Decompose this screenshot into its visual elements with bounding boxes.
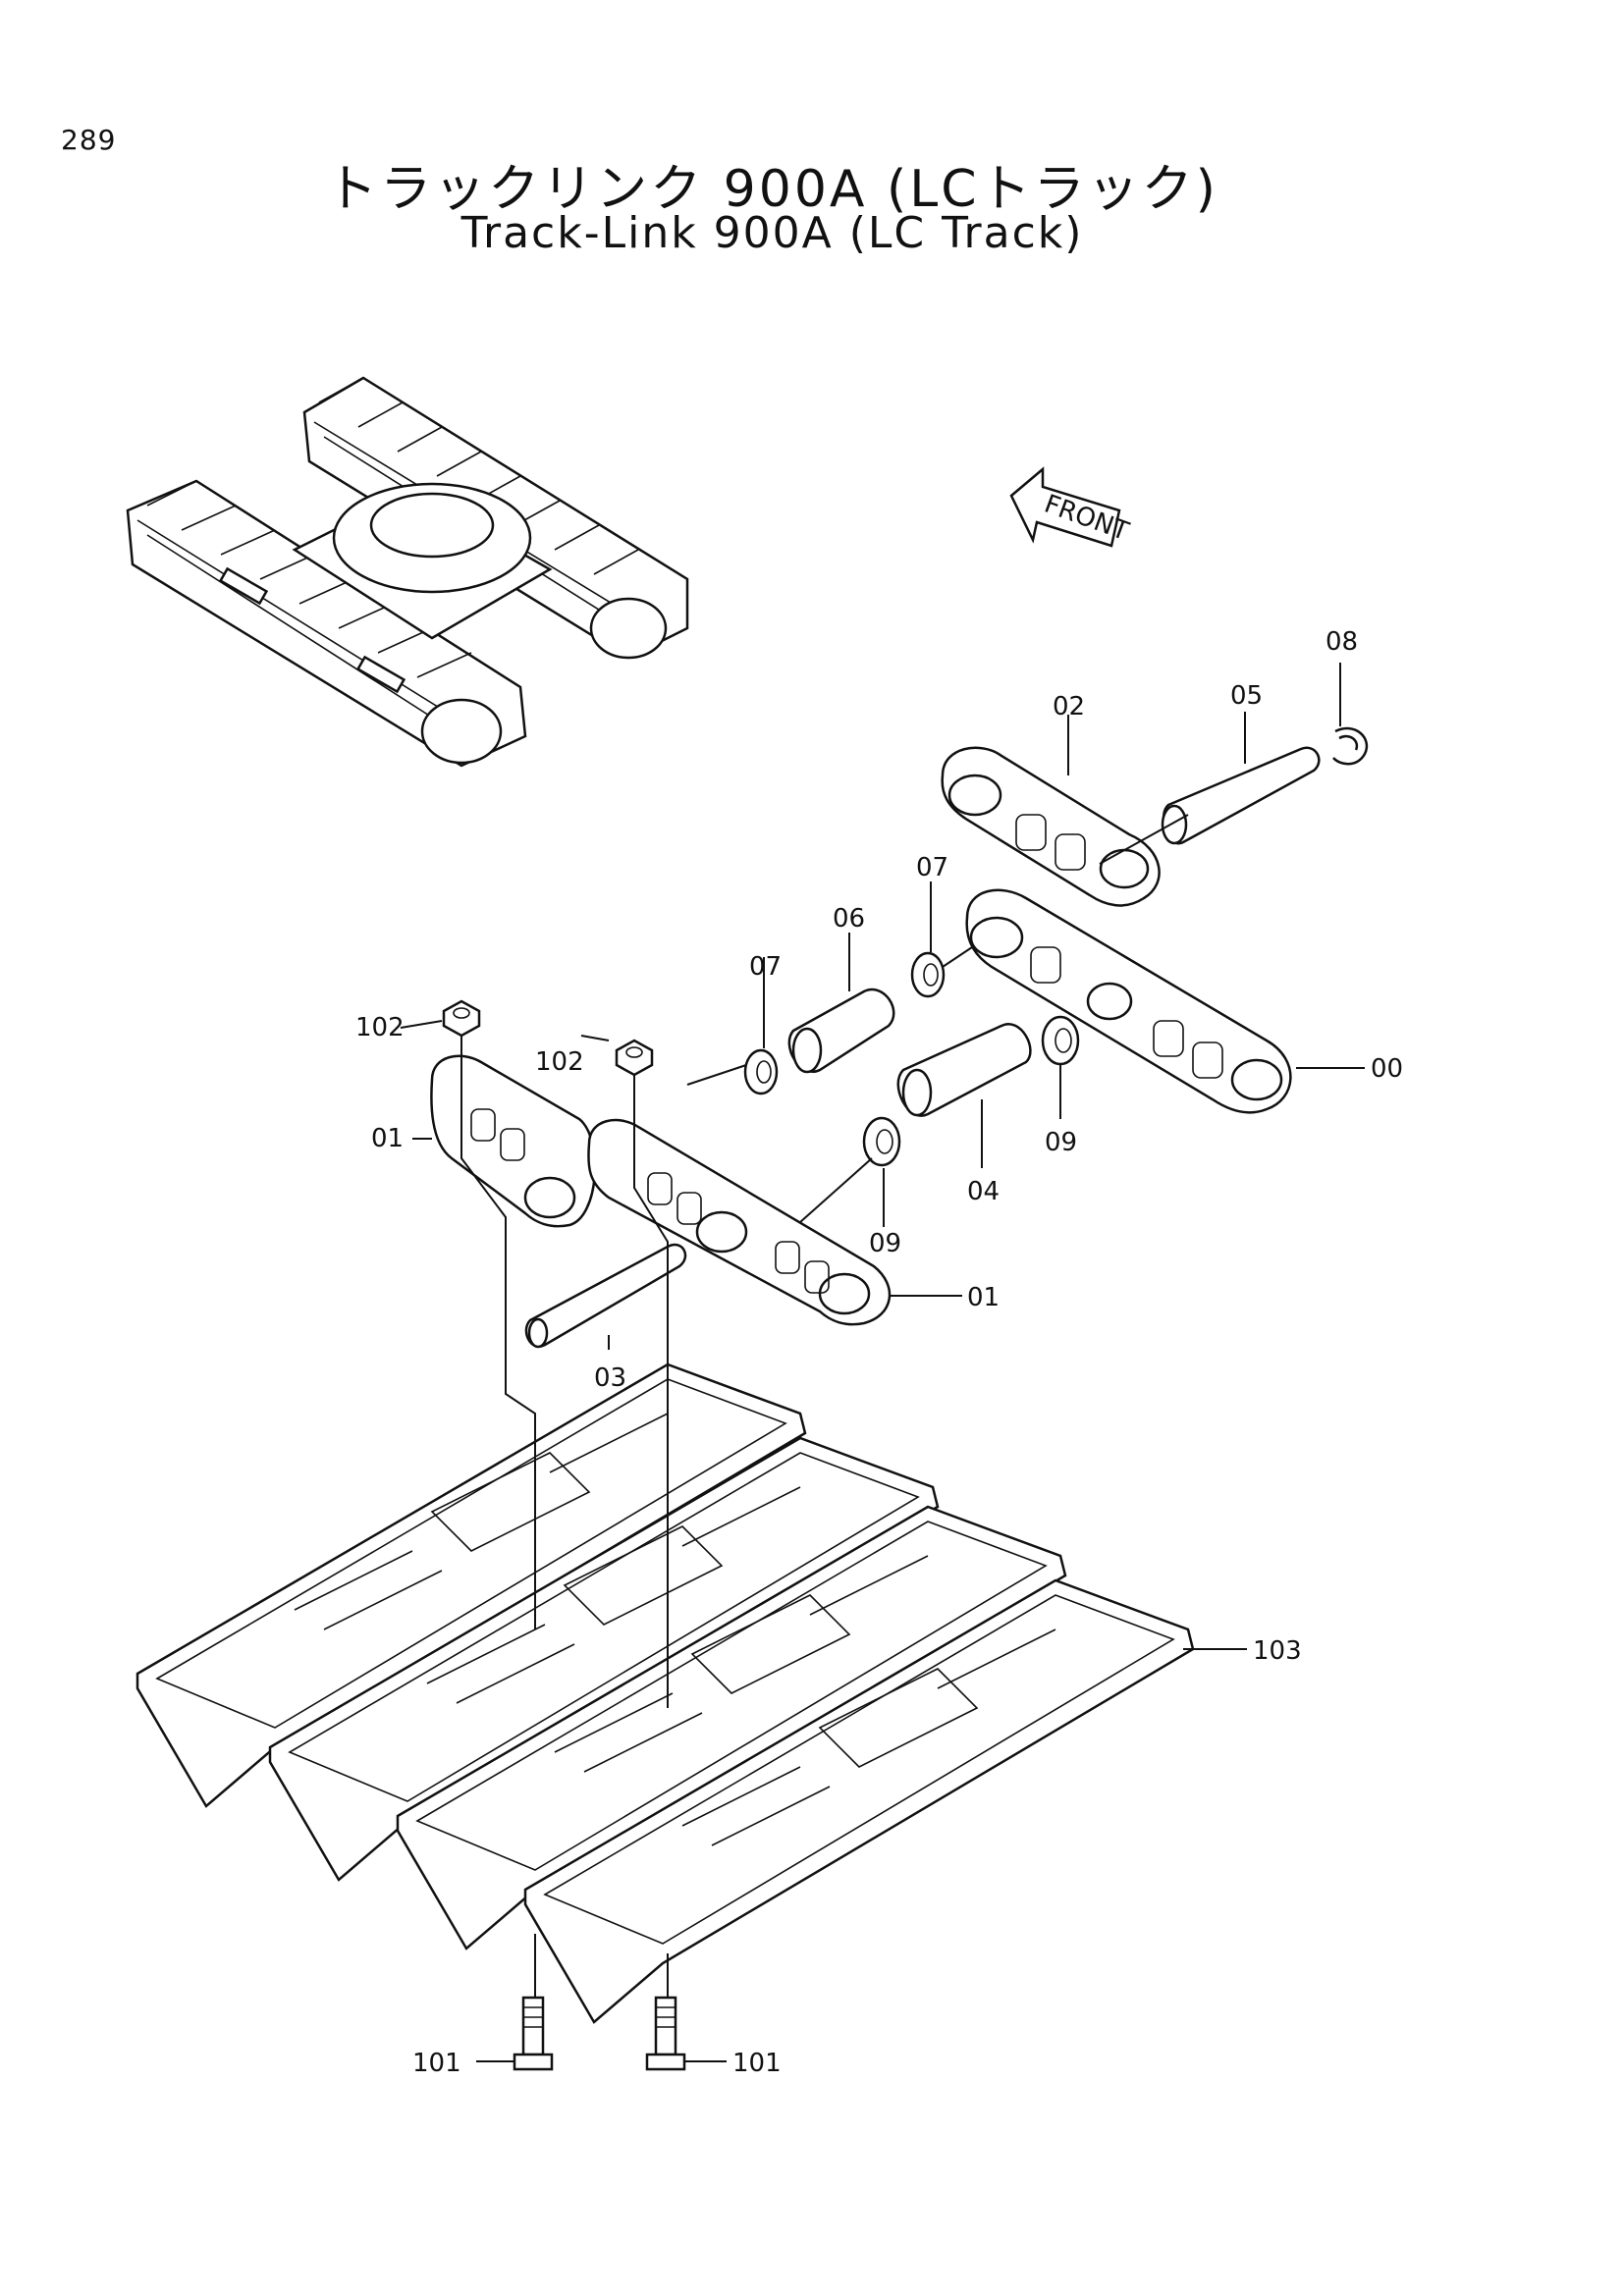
callout-09-right: 09 (1045, 1128, 1077, 1157)
bolt-101-right (645, 1996, 686, 2071)
callout-07-right: 07 (916, 853, 948, 882)
callout-102-left: 102 (355, 1013, 405, 1042)
callout-01-right: 01 (967, 1283, 1000, 1312)
title-japanese: トラックリンク 900A (LCトラック) (326, 160, 1218, 219)
callout-09-left: 09 (869, 1229, 901, 1258)
track-link-00 (965, 888, 1292, 1114)
bushing-04 (896, 1023, 1032, 1117)
leader-lines (400, 663, 1365, 2062)
seal-09-left (862, 1116, 901, 1167)
callout-05: 05 (1230, 681, 1263, 711)
track-link-01-center (587, 1118, 892, 1326)
bushing-06 (787, 988, 895, 1074)
track-shoe-4 (523, 1578, 1195, 2024)
bolt-101-left (513, 1996, 554, 2071)
callout-06: 06 (833, 904, 865, 934)
callout-00: 00 (1371, 1054, 1403, 1084)
callout-103: 103 (1253, 1636, 1302, 1666)
callout-03: 03 (594, 1363, 626, 1393)
nut-102-left (442, 999, 481, 1038)
callout-04: 04 (967, 1177, 1000, 1206)
snap-ring-08 (1332, 726, 1368, 766)
title-english: Track-Link 900A (LC Track) (460, 208, 1084, 258)
callout-07-left: 07 (749, 952, 782, 982)
seal-09-right (1041, 1015, 1080, 1066)
nut-102-right (615, 1039, 654, 1077)
seal-07-right (910, 951, 946, 998)
callout-01-left: 01 (371, 1124, 404, 1153)
undercarriage-illustration (126, 376, 689, 768)
callout-02: 02 (1053, 692, 1085, 721)
pin-03 (524, 1243, 687, 1349)
callout-101-left: 101 (412, 2049, 461, 2078)
seal-07-left (743, 1048, 779, 1095)
callout-08: 08 (1325, 627, 1358, 657)
track-link-02 (941, 746, 1161, 907)
front-direction-arrow: FRONT (1009, 466, 1132, 548)
track-link-01-left (430, 1054, 597, 1228)
track-shoe-3 (396, 1505, 1067, 1950)
callout-102-right: 102 (535, 1047, 584, 1077)
pin-05 (1161, 746, 1321, 845)
page-number: 289 (61, 124, 117, 156)
callout-101-right: 101 (732, 2049, 782, 2078)
